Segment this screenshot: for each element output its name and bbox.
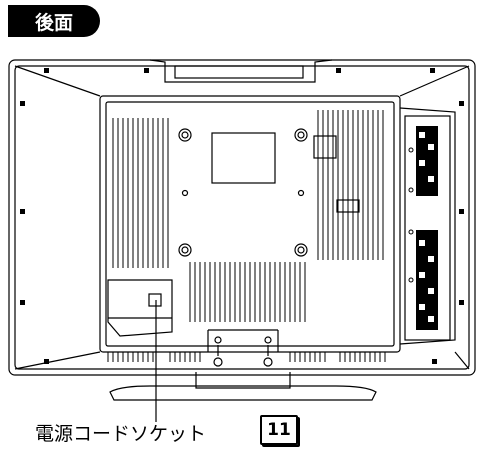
side-connector-panel xyxy=(399,107,456,345)
section-title: 後面 xyxy=(34,11,73,34)
mount-screw xyxy=(294,128,308,142)
mount-screw xyxy=(178,243,192,257)
tv-outer-frame xyxy=(8,59,476,376)
vent-right xyxy=(317,110,384,260)
vent-left xyxy=(112,118,169,268)
rear-panel xyxy=(99,95,401,353)
power-socket-label: 電源コードソケット xyxy=(35,423,207,445)
page-reference-box: 11 xyxy=(260,415,298,445)
mount-screw xyxy=(178,128,192,142)
tv-inner-frame xyxy=(14,65,470,370)
power-socket xyxy=(148,293,162,307)
mount-screw xyxy=(294,243,308,257)
section-title-badge: 後面 xyxy=(8,5,100,37)
page-reference-number: 11 xyxy=(267,420,291,440)
tv-stand-base xyxy=(109,385,377,401)
top-control-strip xyxy=(149,59,333,83)
vent-bottom xyxy=(189,262,306,322)
center-plate xyxy=(211,132,276,184)
power-socket-housing xyxy=(107,279,173,337)
tv-stand-neck xyxy=(195,372,291,389)
